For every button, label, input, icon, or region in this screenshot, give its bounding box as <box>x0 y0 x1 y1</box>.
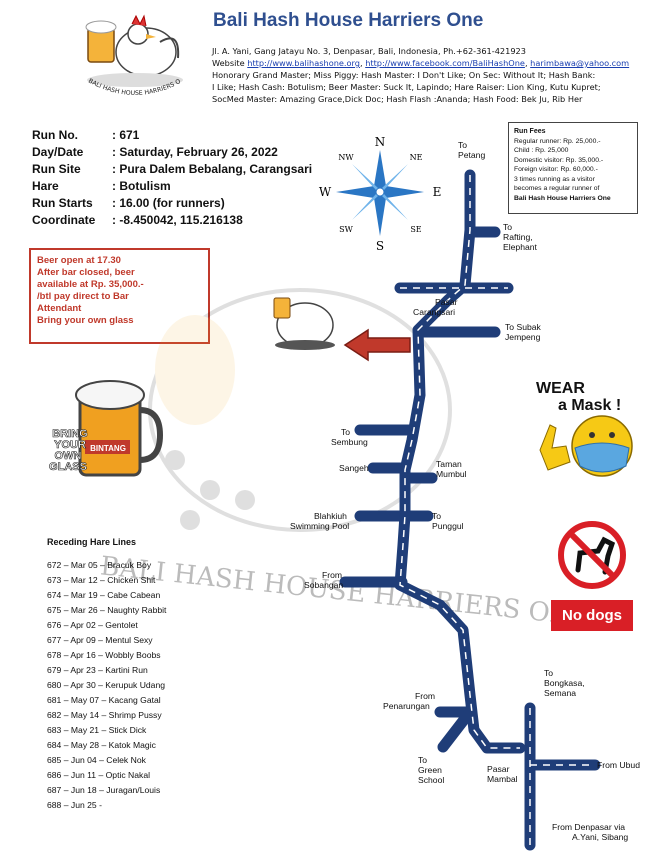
no-dogs-label: No dogs <box>551 600 633 631</box>
hare-line-item: 688 – Jun 25 - <box>47 800 102 810</box>
hare-line-item: 681 – May 07 – Kacang Gatal <box>47 695 161 705</box>
svg-text:BINTANG: BINTANG <box>90 444 126 453</box>
run-site-arrow <box>343 328 411 362</box>
facebook-link[interactable]: http://www.facebook.com/BaliHashOne <box>365 58 525 68</box>
beer-notice-box: Beer open at 17.30 After bar closed, bee… <box>29 248 210 344</box>
club-address: Jl. A. Yani, Gang Jatayu No. 3, Denpasar… <box>212 46 526 56</box>
officers-line-2: I Like; Hash Cash: Botulism; Beer Master… <box>212 82 601 92</box>
svg-text:N: N <box>375 135 386 149</box>
no-dogs-sign-icon <box>558 521 626 589</box>
hare-line-item: 682 – May 14 – Shrimp Pussy <box>47 710 162 720</box>
officers-line-3: SocMed Master: Amazing Grace,Dick Doc; H… <box>212 94 583 104</box>
hare-line-item: 683 – May 21 – Stick Dick <box>47 725 147 735</box>
svg-text:SW: SW <box>339 225 353 234</box>
coordinate-row: Coordinate: -8.450042, 115.216138 <box>32 213 243 227</box>
run-number-row: Run No.: 671 <box>32 128 140 142</box>
svg-text:a Mask !: a Mask ! <box>558 397 621 414</box>
hare-line-item: 678 – Apr 16 – Wobbly Boobs <box>47 650 161 660</box>
hare-line-item: 675 – Mar 26 – Naughty Rabbit <box>47 605 167 615</box>
run-date-row: Day/Date: Saturday, February 26, 2022 <box>32 145 278 159</box>
svg-text:NW: NW <box>338 153 354 162</box>
svg-text:YOUR: YOUR <box>54 439 86 451</box>
hare-line-item: 680 – Apr 30 – Kerupuk Udang <box>47 680 166 690</box>
svg-text:S: S <box>376 239 384 253</box>
svg-text:WEAR: WEAR <box>536 380 585 397</box>
road-direction-marks <box>399 175 595 845</box>
club-title: Bali Hash House Harriers One <box>213 10 484 31</box>
hare-line-item: 676 – Apr 02 – Gentolet <box>47 620 138 630</box>
watermark-text: BALI HASH HOUSE HARRIERS ONE <box>99 551 593 632</box>
hare-line-item: 674 – Mar 19 – Cabe Cabean <box>47 590 161 600</box>
hare-line-item: 679 – Apr 23 – Kartini Run <box>47 665 148 675</box>
email-link[interactable]: harimbawa@yahoo.com <box>530 58 630 68</box>
svg-text:GLASS: GLASS <box>49 461 87 473</box>
hare-line-item: 687 – Jun 18 – Juragan/Louis <box>47 785 161 795</box>
svg-text:NE: NE <box>410 153 423 162</box>
run-starts-row: Run Starts: 16.00 (for runners) <box>32 196 225 210</box>
svg-text:E: E <box>433 185 442 199</box>
hare-line-item: 677 – Apr 09 – Mentul Sexy <box>47 635 153 645</box>
hare-line-item: 686 – Jun 11 – Optic Nakal <box>47 770 151 780</box>
hare-line-item: 685 – Jun 04 – Celek Nok <box>47 755 146 765</box>
website-link[interactable]: http://www.balihashone.org <box>247 58 360 68</box>
svg-text:W: W <box>319 185 332 199</box>
svg-text:SE: SE <box>410 225 421 234</box>
label-from-ubud: From Ubud <box>597 760 640 770</box>
bring-your-own-glass-badge: BINTANG BRING YOUR OWN GLASS <box>49 380 164 477</box>
run-fees-box: Run Fees Regular runner: Rp. 25,000.- Ch… <box>508 122 638 214</box>
svg-text:OWN: OWN <box>55 450 82 462</box>
hare-line-item: 672 – Mar 05 – Bracuk Boy <box>47 560 152 570</box>
club-logo: BALI HASH HOUSE HARRIERS ONE <box>80 10 183 97</box>
svg-text:BRING: BRING <box>52 428 87 440</box>
road-green-school <box>437 706 476 753</box>
hare-line-item: 673 – Mar 12 – Chicken Shit <box>47 575 156 585</box>
label-sangeh: Sangeh <box>339 463 369 473</box>
club-websites: Website http://www.balihashone.org, http… <box>212 58 630 68</box>
run-site-marker <box>273 297 335 350</box>
wear-a-mask-badge: WEAR a Mask ! <box>536 380 633 477</box>
run-site-row: Run Site: Pura Dalem Bebalang, Carangsar… <box>32 162 313 176</box>
hare-row: Hare: Botulism <box>32 179 171 193</box>
receding-hare-lines-title: Receding Hare Lines <box>47 537 137 547</box>
hare-line-item: 684 – May 28 – Katok Magic <box>47 740 156 750</box>
compass-rose: N S E W NW NE SW SE <box>319 135 442 253</box>
officers-line-1: Honorary Grand Master; Miss Piggy: Hash … <box>212 70 596 80</box>
watermark-logo <box>148 288 452 532</box>
